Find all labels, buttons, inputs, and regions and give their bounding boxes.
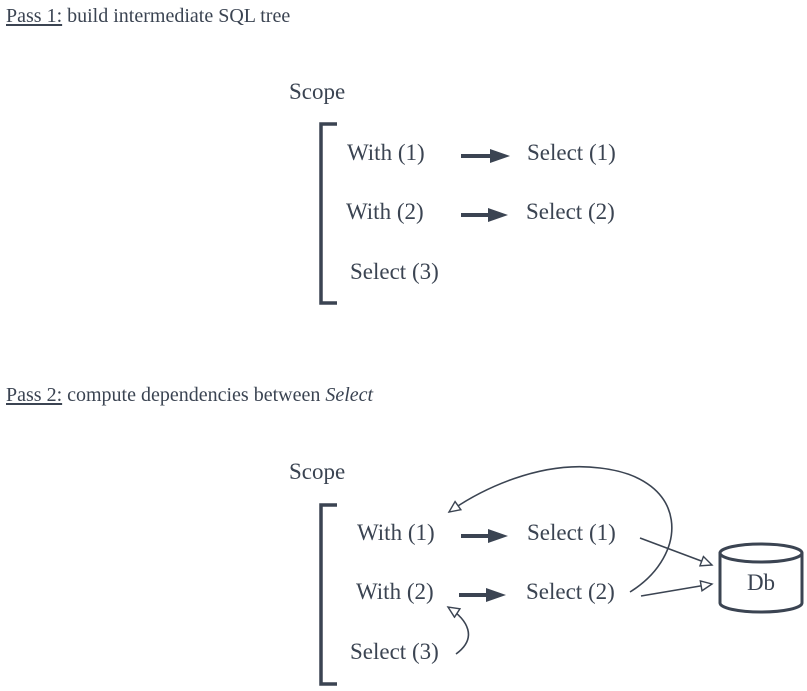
pass2-prefix: Pass 2: bbox=[6, 384, 63, 406]
pass1-with1-node: With (1) bbox=[347, 140, 425, 165]
dependency-select3-to-with2 bbox=[448, 607, 470, 655]
pass1-select3-node: Select (3) bbox=[350, 259, 439, 284]
dependency-select1-to-db bbox=[639, 537, 712, 565]
pass2-select3-node: Select (3) bbox=[350, 639, 439, 664]
pass1-scope-label: Scope bbox=[289, 79, 346, 104]
database-cylinder-icon bbox=[718, 542, 804, 614]
pass2-scope-bracket bbox=[319, 503, 337, 686]
pass2-arrow-with1-select1 bbox=[461, 529, 508, 543]
pass2-with2-node: With (2) bbox=[356, 579, 434, 604]
pass1-heading: Pass 1: build intermediate SQL tree bbox=[6, 4, 290, 28]
pass2-with1-node: With (1) bbox=[357, 520, 435, 545]
pass2-heading: Pass 2: compute dependencies between Sel… bbox=[6, 383, 373, 407]
pass1-prefix: Pass 1: bbox=[6, 5, 63, 27]
pass2-emphasis: Select bbox=[325, 384, 374, 406]
pass1-scope-bracket bbox=[319, 122, 337, 305]
pass1-select1-node: Select (1) bbox=[527, 140, 616, 165]
pass1-with2-node: With (2) bbox=[346, 199, 424, 224]
dependency-select2-to-db bbox=[640, 584, 712, 597]
pass1-arrow-with1-select1 bbox=[461, 149, 510, 163]
pass2-arrow-with2-select2 bbox=[459, 588, 506, 602]
dependency-select2-to-with1 bbox=[449, 466, 673, 593]
pass2-scope-label: Scope bbox=[289, 459, 346, 484]
db-label: Db bbox=[746, 570, 776, 595]
pass2-select2-node: Select (2) bbox=[526, 579, 615, 604]
pass1-select2-node: Select (2) bbox=[526, 199, 615, 224]
pass2-select1-node: Select (1) bbox=[527, 520, 616, 545]
pass1-description: build intermediate SQL tree bbox=[62, 5, 291, 27]
pass1-arrow-with2-select2 bbox=[461, 208, 508, 222]
pass2-description: compute dependencies between bbox=[62, 384, 326, 406]
